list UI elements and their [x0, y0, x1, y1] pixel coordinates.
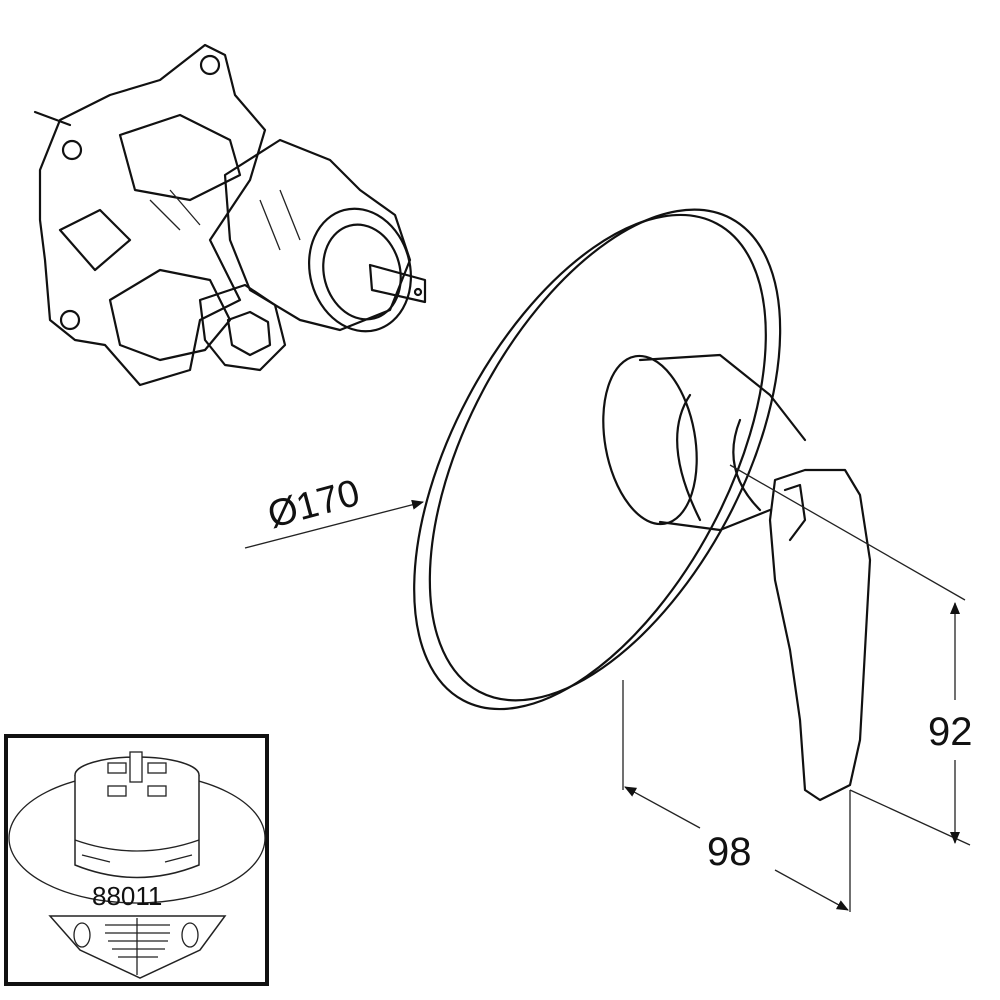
height-label: 92: [928, 710, 973, 754]
depth-dimension: 98: [622, 680, 851, 912]
diameter-dimension: Ø170: [244, 472, 424, 549]
depth-label: 98: [707, 830, 752, 874]
lever-handle: [602, 353, 872, 802]
cartridge-inset: 88011: [4, 734, 269, 986]
valve-body-illustration: [33, 43, 427, 387]
diameter-label: Ø170: [263, 472, 364, 537]
height-dimension: 92: [729, 464, 973, 846]
escutcheon-plate: [413, 208, 782, 711]
cartridge-part-number: 88011: [92, 881, 162, 911]
